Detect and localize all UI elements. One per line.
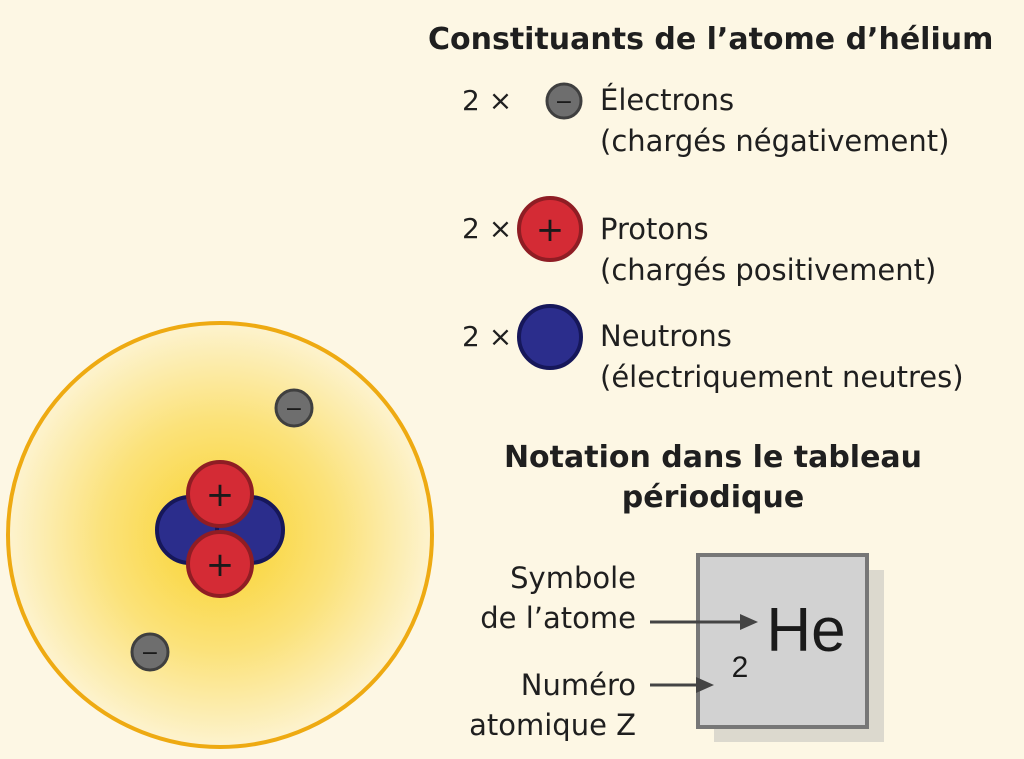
neutron-legend-icon bbox=[517, 304, 583, 370]
neutron-count: 2 × bbox=[462, 320, 513, 353]
notation-title-line1: Notation dans le tableau bbox=[503, 440, 923, 475]
neutron-name: Neutrons bbox=[600, 319, 732, 353]
proton-name: Protons bbox=[600, 212, 709, 246]
electron-desc: (chargés négativement) bbox=[600, 124, 950, 158]
electron-name: Électrons bbox=[600, 83, 735, 117]
element-cell bbox=[696, 553, 869, 729]
proton-legend-icon bbox=[517, 196, 583, 262]
symbol-label-line1: Symbole bbox=[510, 561, 636, 595]
atomic-number: 2 bbox=[732, 651, 749, 684]
neutron-desc: (électriquement neutres) bbox=[600, 360, 964, 394]
electron-top bbox=[274, 388, 314, 428]
legend-title: Constituants de l’atome d’hélium bbox=[428, 22, 994, 57]
electron-legend-sign: − bbox=[555, 90, 573, 115]
z-arrow-head bbox=[696, 677, 714, 693]
proton-desc: (chargés positivement) bbox=[600, 253, 937, 287]
element-symbol: He bbox=[766, 596, 845, 665]
electron-top-sign: − bbox=[285, 397, 303, 422]
proton-top bbox=[186, 460, 254, 528]
electron-count: 2 × bbox=[462, 84, 513, 117]
symbol-arrow-head bbox=[740, 614, 758, 630]
proton-count: 2 × bbox=[462, 212, 513, 245]
notation-title-line2: périodique bbox=[621, 480, 805, 515]
symbol-label-line2: de l’atome bbox=[480, 601, 636, 635]
z-label-line2: atomique Z bbox=[469, 708, 636, 742]
electron-legend-icon bbox=[545, 82, 583, 120]
proton-bottom-sign: + bbox=[206, 545, 235, 585]
electron-bottom-sign: − bbox=[141, 641, 159, 666]
z-label-line1: Numéro bbox=[520, 668, 636, 702]
proton-bottom bbox=[186, 530, 254, 598]
proton-top-sign: + bbox=[206, 475, 235, 515]
proton-legend-sign: + bbox=[536, 210, 565, 250]
electron-bottom bbox=[130, 632, 170, 672]
